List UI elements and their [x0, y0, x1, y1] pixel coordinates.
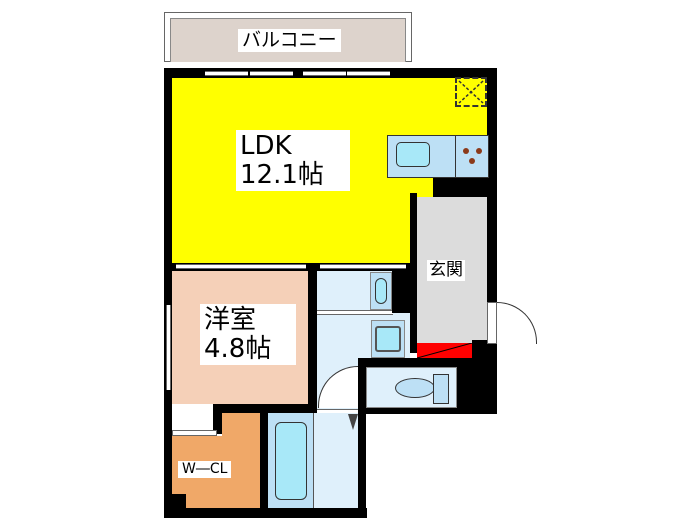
wall-toilet-top — [358, 358, 487, 367]
stove-icon — [460, 143, 486, 169]
door-ldk-washroom — [320, 264, 406, 269]
window-top-1 — [205, 71, 248, 76]
wall-right-upper — [487, 68, 497, 413]
western-room-name: 洋室 — [204, 305, 257, 335]
wall-wcl-bath — [260, 404, 268, 514]
entrance-label: 玄関 — [427, 260, 465, 281]
wcl-label: W―CL — [178, 461, 232, 479]
wcl-door-strip — [172, 430, 217, 436]
entry-door-gap[interactable] — [487, 302, 497, 344]
wall-toilet-bottom — [358, 408, 497, 414]
wall-western-right — [308, 263, 317, 413]
counter-divider — [455, 135, 456, 178]
ldk-label: LDK 12.1帖 — [236, 130, 350, 192]
wall-bath-right — [358, 408, 366, 518]
window-top-4 — [347, 71, 390, 76]
western-room-label: 洋室 4.8帖 — [200, 304, 296, 366]
window-western — [166, 305, 171, 390]
wall-washroom-right — [392, 271, 410, 313]
fridge-space-icon — [455, 77, 487, 107]
wall-entrance-bottom — [472, 340, 497, 358]
wall-left — [164, 68, 172, 518]
window-top-2 — [250, 71, 293, 76]
wall-toilet-left — [358, 358, 366, 414]
wall-kitchen-entrance — [433, 175, 487, 197]
sink-icon — [396, 142, 430, 167]
balcony-label: バルコニー — [238, 29, 341, 52]
wcl-corner — [172, 494, 186, 508]
door-ldk-western — [176, 264, 306, 269]
divider-wash-1 — [317, 310, 393, 315]
wall-wcl-top-step — [213, 404, 222, 434]
bath-door-marker — [348, 414, 358, 430]
ldk-name: LDK — [240, 131, 292, 161]
ldk-size: 12.1帖 — [240, 159, 324, 190]
washbasin-icon — [371, 320, 405, 358]
wall-entrance-left — [410, 193, 417, 353]
toilet-icon — [395, 374, 453, 406]
step-marker — [417, 343, 472, 358]
entry-door-swing — [497, 302, 537, 344]
window-top-3 — [303, 71, 346, 76]
washing-machine-icon — [370, 272, 392, 310]
walk-in-closet-upper — [222, 413, 260, 438]
bathtub-icon — [275, 422, 307, 500]
wall-bath-bottom — [260, 508, 366, 518]
western-room-size: 4.8帖 — [204, 333, 272, 364]
